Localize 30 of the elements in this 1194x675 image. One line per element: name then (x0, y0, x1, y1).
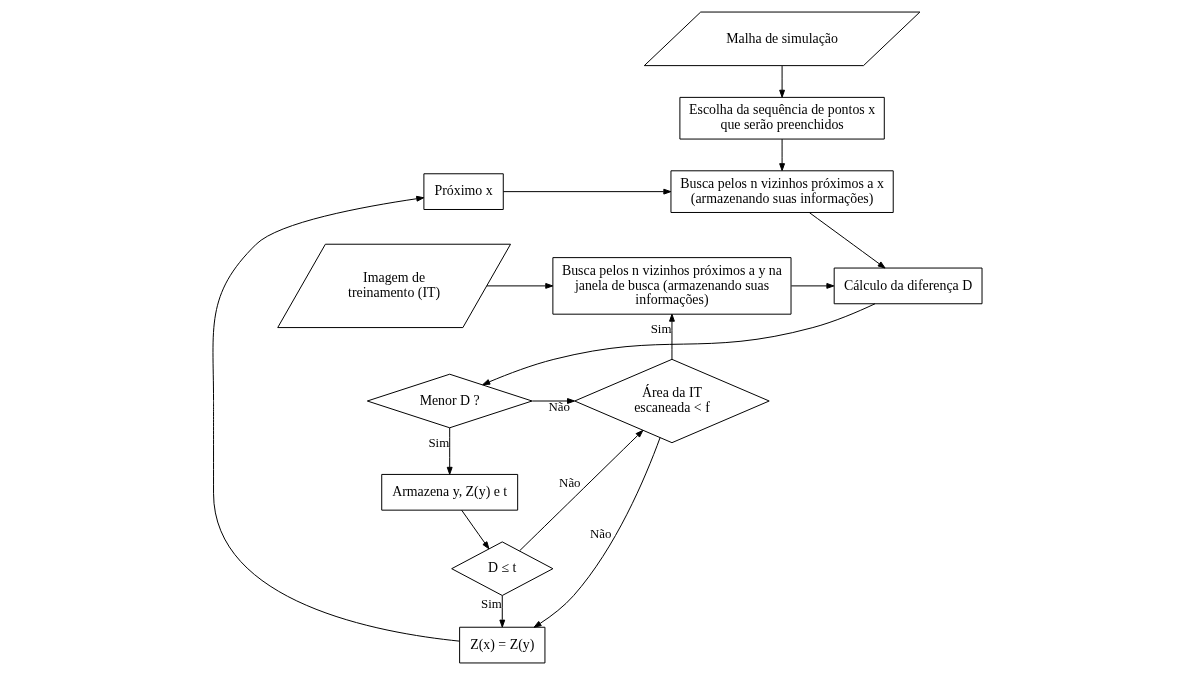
edge-label: Sim (650, 322, 671, 336)
edge-label: Sim (427, 436, 449, 451)
node-box: Próximo x (422, 173, 504, 210)
arrow (533, 437, 661, 628)
arrow (502, 188, 671, 195)
arrow (808, 212, 886, 269)
node-box: Escolha da sequência de pontos x que serão preenchidos (678, 96, 885, 140)
arrow (531, 398, 575, 404)
arrow (518, 430, 643, 552)
node-box: Busca pelos n vizinhos próximos a x (armazenando suas informações) (669, 170, 894, 213)
node-diamond: Menor D ? (366, 373, 533, 429)
arrow (460, 509, 489, 550)
edge-label: Não (558, 476, 581, 491)
arrow (485, 282, 553, 289)
node-box: Busca pelos n vizinhos próximos a y na janela de busca (armazenando suas informações) (551, 257, 791, 315)
node-box: Armazena y, Z(y) e t (380, 473, 518, 511)
node-box: Z(x) = Z(y) (458, 626, 545, 664)
edge-label: Não (548, 400, 570, 415)
node-box: Cálculo da diferença D (833, 267, 983, 305)
edge-label: Sim (480, 596, 502, 611)
edge-label: Não (589, 526, 611, 541)
arrow (481, 303, 875, 386)
arrow (790, 282, 834, 289)
arrow (668, 313, 675, 360)
arrow (498, 595, 505, 628)
arrow (212, 195, 460, 642)
node-diamond: Área da IT escaneada < f (573, 358, 770, 444)
arrow (778, 138, 785, 172)
arrow (778, 65, 785, 98)
arrow (446, 427, 453, 475)
